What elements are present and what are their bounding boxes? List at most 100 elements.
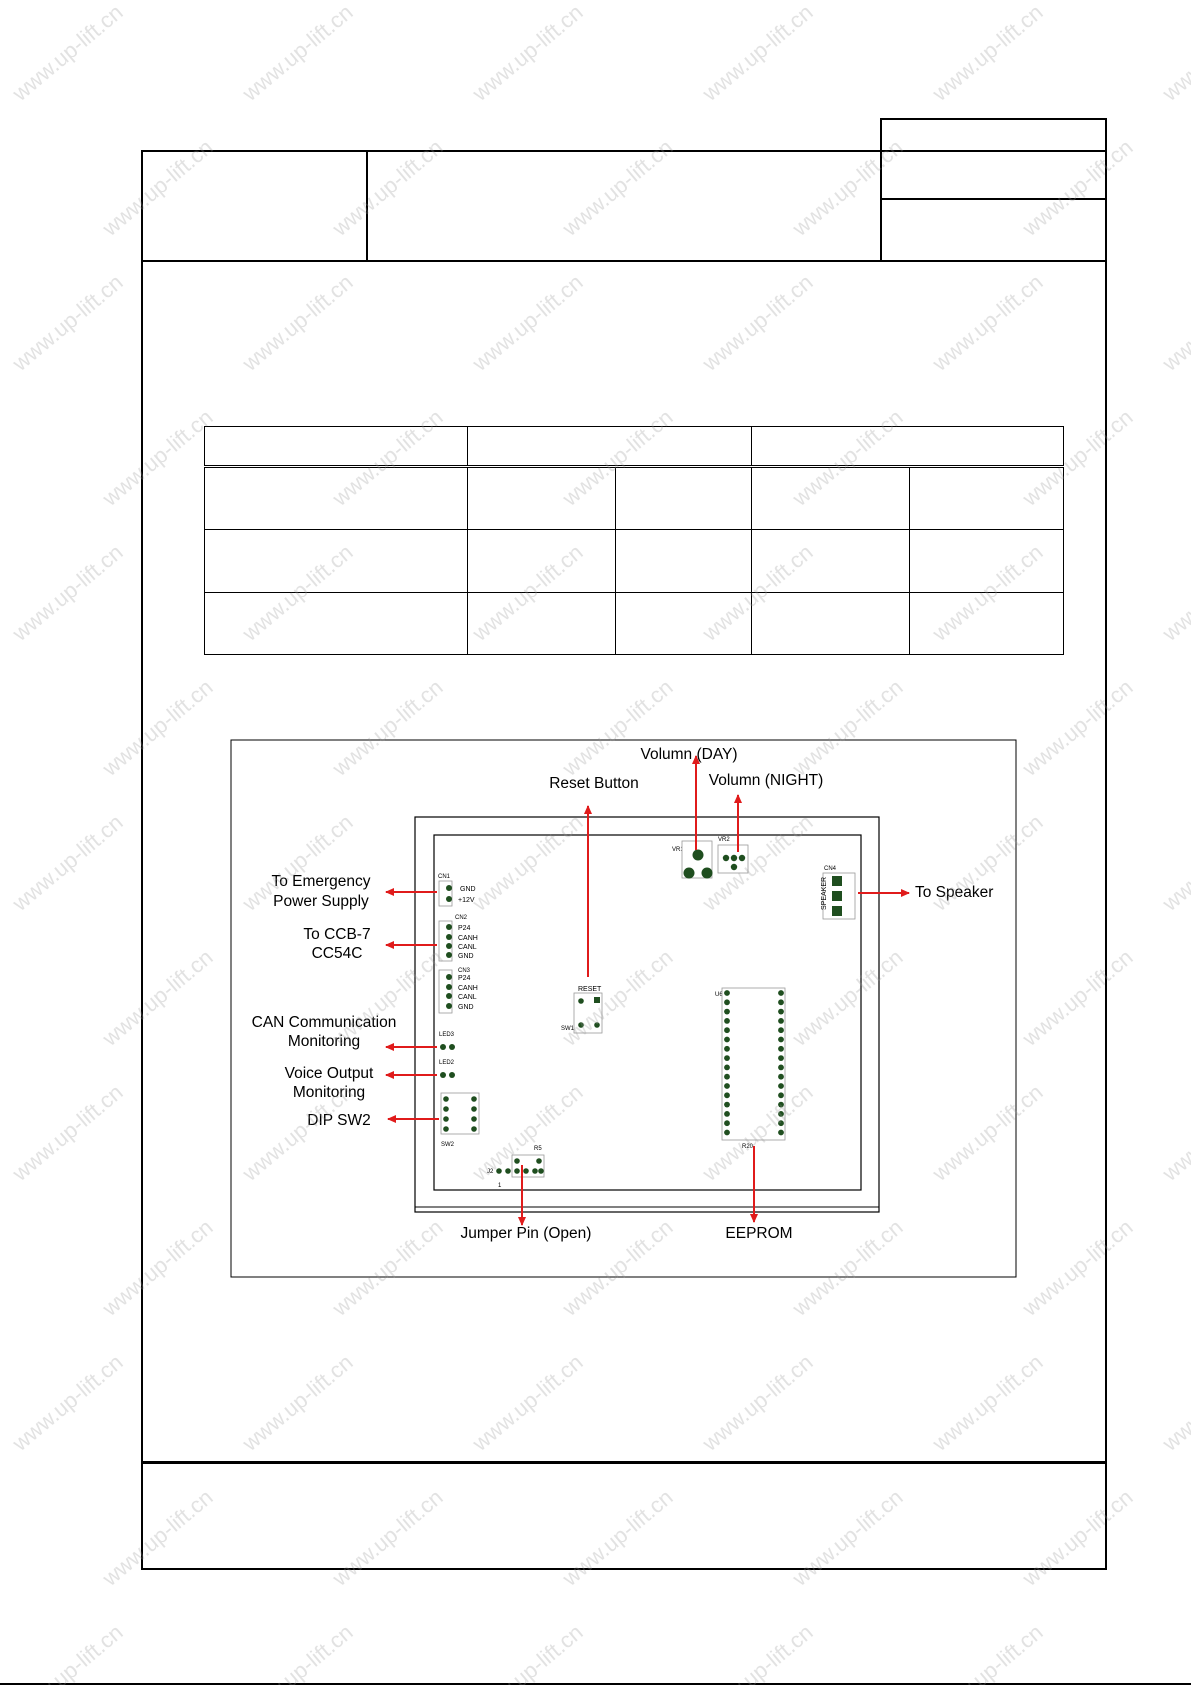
u6-pin [724, 999, 730, 1006]
u6-pin [724, 1064, 730, 1071]
table-cell [909, 466, 1064, 531]
cn3-pin [446, 984, 452, 990]
table-cell [751, 591, 910, 656]
u6-pin [724, 1101, 730, 1108]
cn4-silk: CN4 [824, 866, 837, 872]
u6-pin [724, 1055, 730, 1061]
table-cell [467, 466, 616, 531]
u6-pin [724, 1111, 730, 1117]
table-row [204, 466, 1064, 531]
cn4-pad [832, 906, 842, 916]
spec-table [204, 425, 1064, 656]
label-jumper-pin: Jumper Pin (Open) [461, 1225, 592, 1242]
jumper-pads [496, 1158, 544, 1174]
r20-silk: R20 [742, 1144, 754, 1150]
u6-pin [724, 1008, 730, 1015]
pcb-outer-outline [414, 816, 880, 1213]
vr1-pad [683, 867, 695, 879]
vr2-silk: VR2 [718, 837, 730, 843]
u6-pin [724, 1018, 730, 1024]
cn2-pin-p24: P24 [458, 925, 471, 932]
led2-pad [449, 1072, 455, 1078]
vr1-pad [692, 849, 704, 861]
cn2-pin [446, 934, 452, 940]
title-block-bottom-line [141, 260, 1107, 262]
label-ccb-line1: To CCB-7 [303, 926, 370, 943]
cn3-pin-p24: P24 [458, 975, 471, 982]
cn4-pad [832, 891, 842, 901]
label-volumn-night: Volumn (NIGHT) [709, 772, 824, 789]
led3-pad [449, 1044, 455, 1050]
table-cell [204, 591, 468, 656]
title-block-divider-right [880, 118, 882, 261]
u6-pin [724, 1120, 730, 1127]
cn4-pad [832, 876, 842, 886]
table-cell [909, 591, 1064, 656]
cn2-pin [446, 952, 452, 958]
table-header-cell [467, 425, 752, 469]
u6-pin [778, 1120, 784, 1127]
u6-silk: U6 [715, 992, 723, 998]
speaker-silk: SPEAKER [821, 877, 828, 910]
table-row [204, 529, 1064, 593]
reset-silk: RESET [578, 986, 602, 993]
cn2-connector [438, 920, 453, 962]
cn3-connector [438, 969, 453, 1014]
u6-pin [724, 1036, 730, 1043]
table-header-row [204, 425, 1064, 469]
u6-pin [778, 1064, 784, 1071]
u6-pin [724, 1045, 730, 1052]
cn3-pin [446, 1003, 452, 1009]
u6-pin [778, 1036, 784, 1043]
u6-pin [778, 1129, 784, 1136]
label-ccb-line2: CC54C [312, 945, 363, 962]
u6-pin [778, 1055, 784, 1061]
u6-pin [778, 1027, 784, 1034]
u6-ic-pins [724, 990, 784, 1136]
label-emergency-line2: Power Supply [273, 893, 369, 910]
vr2-pad [730, 863, 738, 871]
reset-pad [578, 998, 584, 1004]
revision-box-right [1105, 118, 1107, 152]
label-reset-button: Reset Button [549, 775, 639, 792]
cn3-pin-canh: CANH [458, 985, 478, 992]
vr1-pad [701, 867, 713, 879]
reset-pad [578, 1022, 584, 1028]
label-voice-line1: Voice Output [285, 1065, 374, 1082]
u6-pin [778, 990, 784, 996]
reset-pad [594, 1022, 600, 1028]
u6-pin [778, 1008, 784, 1015]
led2-pad [440, 1072, 446, 1078]
led2-silk: LED2 [439, 1060, 455, 1066]
label-voice-line2: Monitoring [293, 1084, 365, 1101]
led3-pad [440, 1044, 446, 1050]
cn1-pin [446, 896, 452, 902]
label-emergency-line1: To Emergency [271, 873, 370, 890]
u6-pin [724, 990, 730, 996]
cn3-silk: CN3 [458, 968, 471, 974]
table-cell [615, 591, 752, 656]
label-dip-sw2: DIP SW2 [307, 1112, 370, 1129]
cn1-silk: CN1 [438, 874, 451, 880]
u6-ic-body [721, 987, 786, 1141]
cn3-pin [446, 974, 452, 980]
page-bottom-edge [0, 1683, 1191, 1685]
table-cell [615, 529, 752, 593]
table-header-cell [204, 425, 468, 469]
cn2-pin-canh: CANH [458, 935, 478, 942]
table-cell [467, 529, 616, 593]
vr1-silk: VR1 [672, 847, 684, 853]
reset-pad-square [594, 997, 600, 1003]
cn2-pin-canl: CANL [458, 944, 477, 951]
table-header-cell [751, 425, 1064, 469]
label-volumn-day: Volumn (DAY) [640, 746, 737, 763]
cn2-silk: CN2 [455, 915, 468, 921]
u6-pin [778, 999, 784, 1006]
vr2-pad [738, 854, 746, 862]
cn2-pin-gnd: GND [458, 953, 474, 960]
table-cell [467, 591, 616, 656]
u6-pin [778, 1045, 784, 1052]
u6-pin [778, 1083, 784, 1089]
cn3-pin-canl: CANL [458, 994, 477, 1001]
pcb-inner-outline [433, 834, 862, 1191]
